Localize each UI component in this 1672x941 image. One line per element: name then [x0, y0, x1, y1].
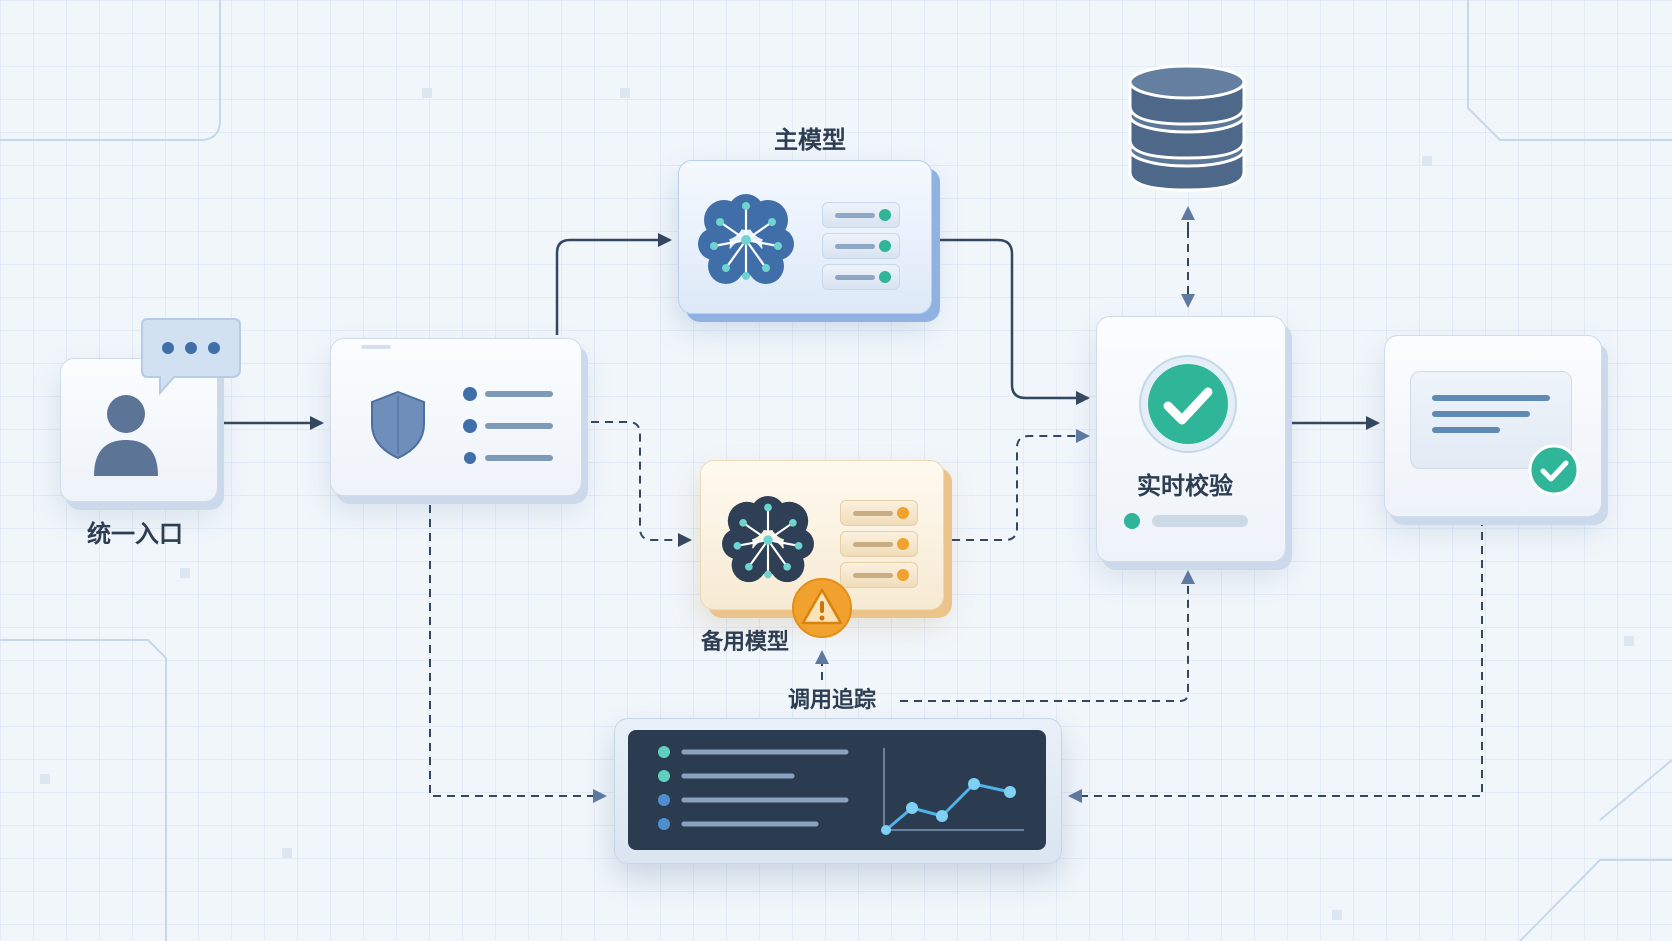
validation-progress-bar: [1152, 515, 1248, 527]
fallback-flow-lines: [429, 206, 1483, 803]
warning-icon: [792, 578, 852, 638]
chat-bubble-icon: [141, 318, 241, 396]
brain-icon: [698, 194, 794, 284]
backup-status-row-1: [840, 500, 918, 526]
shield-icon: [371, 390, 425, 460]
user-icon: [94, 395, 158, 476]
brain-icon: [722, 496, 814, 583]
check-badge-icon: [1528, 444, 1580, 496]
grid-square: [1422, 156, 1432, 166]
log-list-icon: [658, 746, 849, 830]
grid-square: [282, 848, 292, 858]
main-flow-lines: [220, 233, 1380, 430]
backup-status-row-3: [840, 562, 918, 588]
line-chart-icon: [881, 778, 1024, 835]
backup-status-row-2: [840, 531, 918, 557]
backup-model-label: 备用模型: [700, 630, 789, 655]
database-icon: [1128, 64, 1246, 192]
list-icon: [463, 387, 553, 464]
grid-square: [1332, 910, 1342, 920]
grid-square: [180, 568, 190, 578]
window-dots: [361, 345, 391, 349]
check-circle-icon: [1139, 355, 1237, 453]
primary-status-row-3: [822, 264, 900, 290]
entry-label: 统一入口: [87, 520, 183, 548]
primary-model-label: 主模型: [774, 126, 846, 154]
validation-label: 实时校验: [1137, 472, 1233, 500]
grid-square: [422, 88, 432, 98]
grid-square: [620, 88, 630, 98]
entry-card[interactable]: [60, 358, 218, 502]
tracing-label: 调用追踪: [787, 688, 876, 713]
primary-status-row-1: [822, 202, 900, 228]
primary-status-row-2: [822, 233, 900, 259]
tracing-screen: [628, 730, 1046, 850]
grid-square: [1624, 636, 1634, 646]
validation-status-dot: [1124, 513, 1140, 529]
grid-square: [40, 774, 50, 784]
